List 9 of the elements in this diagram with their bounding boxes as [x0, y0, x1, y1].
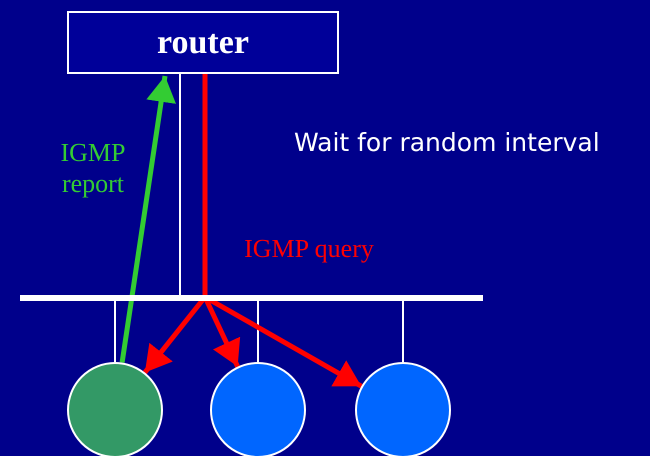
router-box — [67, 11, 339, 74]
network-cable — [257, 301, 259, 362]
network-cable — [114, 301, 116, 362]
note-text: Wait for random interval — [294, 128, 600, 157]
arrow — [120, 76, 176, 363]
network-cable — [179, 74, 181, 295]
node-label: router — [157, 24, 249, 62]
network-bus — [20, 295, 483, 301]
network-cable — [402, 301, 404, 362]
